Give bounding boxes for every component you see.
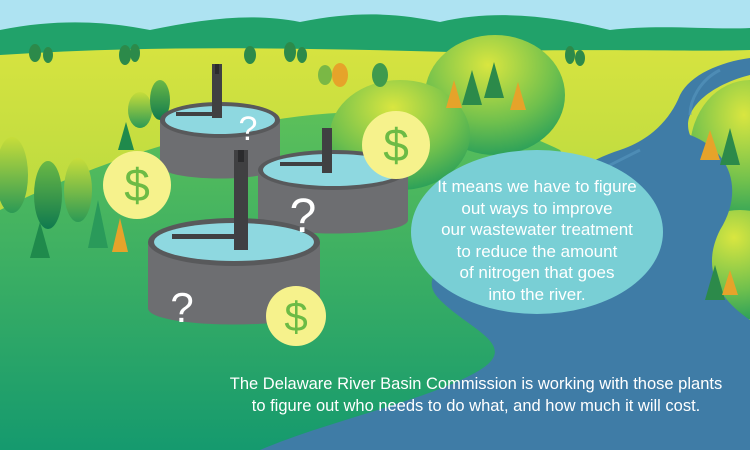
bubble-line: our wastewater treatment bbox=[441, 220, 633, 239]
caption-line: The Delaware River Basin Commission is w… bbox=[229, 375, 723, 393]
question-mark-icon: ? bbox=[170, 284, 193, 331]
dollar-icon: $ bbox=[124, 159, 150, 211]
speech-bubble-shape bbox=[411, 150, 663, 314]
question-mark-icon: ? bbox=[290, 190, 317, 243]
tank-back bbox=[160, 64, 280, 179]
speech-bubble-text: It means we have to figure out ways to i… bbox=[425, 176, 649, 305]
bubble-line: out ways to improve bbox=[461, 198, 613, 218]
bubble-line: of nitrogen that goes bbox=[459, 263, 615, 282]
trees-right bbox=[446, 62, 740, 300]
bubble-line: It means we have to figure bbox=[437, 177, 637, 196]
distant-trees bbox=[29, 42, 585, 87]
dollar-icon: $ bbox=[284, 293, 307, 340]
question-mark-icon: ? bbox=[239, 110, 258, 148]
bubble-line: to reduce the amount bbox=[456, 241, 618, 261]
coin-left bbox=[103, 151, 171, 219]
dollar-icon: $ bbox=[383, 119, 409, 171]
coin-top-right bbox=[362, 111, 430, 179]
bubble-line: into the river. bbox=[488, 284, 586, 304]
coin-bottom bbox=[266, 286, 326, 346]
trees-left bbox=[0, 80, 170, 258]
caption: The Delaware River Basin Commission is w… bbox=[212, 373, 740, 417]
caption-line: to figure out who needs to do what, and … bbox=[251, 397, 701, 415]
